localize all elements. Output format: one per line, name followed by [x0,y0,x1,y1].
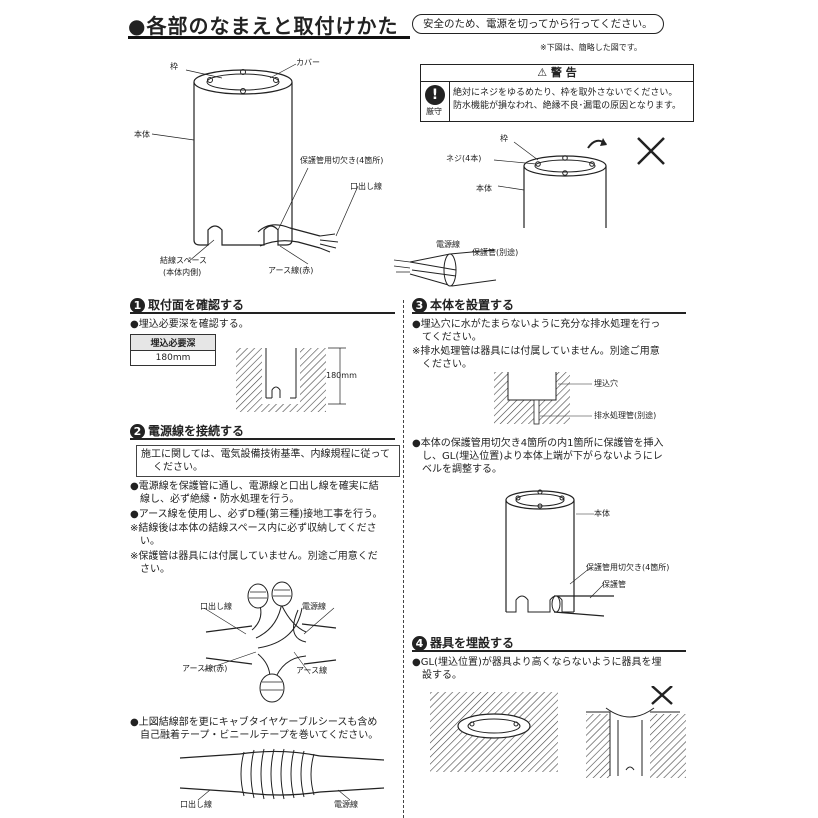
section-2-number: 2 [130,424,145,439]
s3-p3b: し、GL(埋込位置)より本体上端が下がらないようにレ [422,451,663,462]
safety-notice: 安全のため、電源を切ってから行ってください。 [412,14,664,34]
section-3-number: 3 [412,298,427,313]
label-hole: 埋込穴 [594,379,618,388]
label-drain: 排水処理管(別途) [594,411,657,420]
warning-box: ⚠ 警 告 ! 厳守 絶対にネジをゆるめたり、枠を取外さないでください。 防水機… [420,64,694,122]
depth-diagram [236,347,346,412]
section-2-title: 電源線を接続する [148,424,245,438]
label-space-sub: (本体内側) [163,268,202,277]
s3-p1b: てください。 [422,332,482,343]
s2-p4a: ※保護管は器具には付属していません。別途ご用意くだ [130,551,378,562]
wiring-label-lead: 口出し線 [200,602,232,611]
section-4-title: 器具を埋設する [430,636,515,650]
taping-diagram [179,748,385,801]
warning-heading: ⚠ 警 告 [421,65,693,82]
depth-table-value: 180mm [130,350,216,366]
label-notch: 保護管用切欠き(4箇所) [300,156,384,165]
s2-p1b: 線し、必ず絶縁・防水処理を行う。 [140,494,300,505]
section-1-number: 1 [130,298,145,313]
s4-p1a: ●GL(埋込位置)が器具より高くならないように器具を埋 [412,657,662,668]
section-3-title: 本体を設置する [430,298,515,312]
warn-label-body: 本体 [476,184,492,193]
s2-p5a: ●上図結線部を更にキャブタイヤケーブルシースも含め [130,717,378,728]
label-lead: 口出し線 [350,182,382,191]
drain-diagram [494,372,592,425]
label-cover: カバー [296,58,320,67]
label-pipe-sep: 保護管(別途) [472,248,519,257]
install-label-pipe: 保護管 [602,580,626,589]
depth-table: 埋込必要深 180mm [130,334,216,366]
taping-label-lead: 口出し線 [180,800,212,809]
s3-p2b: ください。 [422,359,472,370]
warning-line-1: 絶対にネジをゆるめたり、枠を取外さないでください。 [453,88,678,98]
install-label-body: 本体 [594,509,610,518]
label-waku: 枠 [170,62,178,71]
s2-p3a: ※結線後は本体の結線スペース内に必ず収納してくださ [130,523,377,534]
s2-box-line-2: ください。 [153,462,203,473]
section-1-title: 取付面を確認する [148,298,245,312]
depth-dim: 180mm [326,371,357,380]
label-earth: アース線(赤) [268,266,314,275]
label-power: 電源線 [436,240,460,249]
warning-line-2: 防水機能が損なわれ、絶縁不良･漏電の原因となります。 [453,101,681,111]
warning-badge: 厳守 [426,107,442,116]
install-label-notch: 保護管用切欠き(4箇所) [586,563,670,572]
s3-p3c: ベルを調整する。 [422,464,502,475]
s2-p5b: 自己融着テープ・ビニールテープを巻いてください。 [140,730,379,741]
wiring-label-power: 電源線 [302,602,326,611]
s3-p3a: ●本体の保護管用切欠き4箇所の内1箇所に保護管を挿入 [412,438,664,449]
depth-table-header: 埋込必要深 [130,334,216,351]
pipe-diagram [393,249,497,287]
s2-compliance-box: 施工に関しては、電気設備技術基準、内線規程に従って ください。 [136,445,400,477]
label-body: 本体 [134,130,150,139]
s2-p3b: い。 [140,536,160,547]
figure-note: ※下図は、簡略した図です。 [540,43,642,52]
column-divider [403,300,404,818]
warn-label-waku: 枠 [500,134,508,143]
s2-p1a: ●電源線を保護管に通し、電源線と口出し線を確実に結 [130,481,379,492]
install-diagram [505,489,614,617]
page-title: ●各部のなまえと取付けかた [128,14,399,38]
s3-p2a: ※排水処理管は器具には付属していません。別途ご用意 [412,346,660,357]
label-space: 結線スペース [160,256,208,265]
s2-p4b: さい。 [140,564,170,575]
s4-p1b: 設する。 [422,670,462,681]
warn-label-screw: ネジ(4本) [446,154,482,163]
s2-box-line-1: 施工に関しては、電気設備技術基準、内線規程に従って [141,449,390,460]
wiring-label-earth: アース線 [296,666,328,675]
section-4-number: 4 [412,636,427,651]
s2-p2: ●アース線を使用し、必ずD種(第三種)接地工事を行う。 [130,509,383,520]
exclamation-icon: ! [425,85,445,105]
s3-p1a: ●埋込穴に水がたまらないように充分な排水処理を行っ [412,319,661,330]
parts-diagram [151,63,359,265]
warning-diagram [493,137,665,228]
wiring-diagram [203,581,337,703]
bury-diagram [430,686,686,778]
title-underline [128,36,410,39]
taping-label-power: 電源線 [334,800,358,809]
wiring-label-earth-red: アース線(赤) [182,664,228,673]
s1-text: ●埋込必要深を確認する。 [130,319,249,330]
